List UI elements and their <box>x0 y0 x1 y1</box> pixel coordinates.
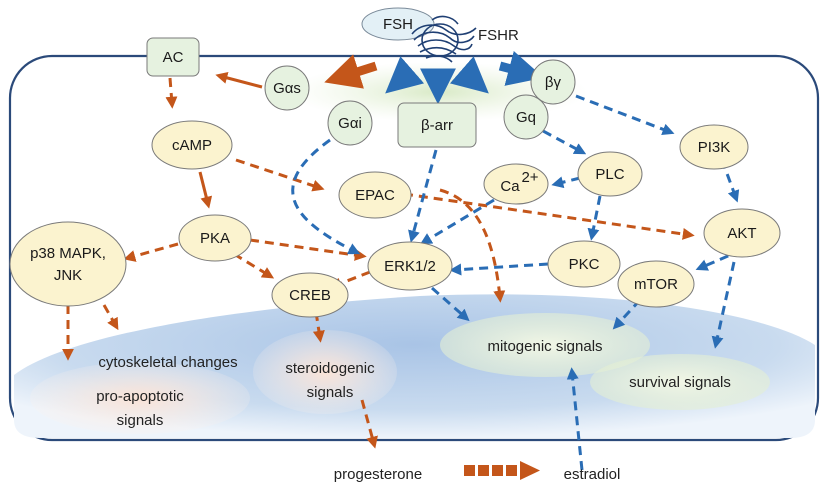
barr-node: β-arr <box>397 102 477 148</box>
gq-label: Gq <box>516 109 536 126</box>
fshr-label: FSHR <box>478 27 519 44</box>
mitogenic-label: mitogenic signals <box>487 338 602 355</box>
camp-label: cAMP <box>172 137 212 154</box>
by-node: βγ <box>530 59 576 105</box>
receptor-to-gas-arrow <box>324 54 378 89</box>
akt-label: AKT <box>727 225 756 242</box>
creb-label: CREB <box>289 287 331 304</box>
steroidogenic-area <box>253 330 397 414</box>
orange-dashed-arrows <box>62 77 695 449</box>
mtor-node: mTOR <box>617 260 695 308</box>
pka-node: PKA <box>178 214 252 262</box>
conversion-arrow <box>464 461 540 480</box>
pkc-label: PKC <box>569 256 600 273</box>
akt-node: AKT <box>703 208 781 258</box>
gas-label: Gαs <box>273 80 301 97</box>
steroidogenic-label-line1: steroidogenic <box>285 360 375 377</box>
ca-charge-label: 2+ <box>521 169 538 186</box>
epac-node: EPAC <box>338 171 412 219</box>
orange-solid-arrows <box>198 72 263 209</box>
camp-node: cAMP <box>151 120 233 170</box>
pi3k-label: PI3K <box>698 139 731 156</box>
steroidogenic-label-line2: signals <box>307 384 354 401</box>
creb-node: CREB <box>271 272 349 318</box>
cytoskeletal-label: cytoskeletal changes <box>98 354 237 371</box>
plc-label: PLC <box>595 166 624 183</box>
plc-node: PLC <box>577 151 643 197</box>
gas-node: Gαs <box>264 65 310 111</box>
p38-label-line2: JNK <box>54 267 82 284</box>
p38-label-line1: p38 MAPK, <box>30 245 106 262</box>
fsh-label: FSH <box>383 16 413 33</box>
fsh-node <box>361 7 435 41</box>
pkc-node: PKC <box>547 240 621 288</box>
gq-node: Gq <box>503 94 549 140</box>
survival-area <box>590 354 770 410</box>
pi3k-node: PI3K <box>679 124 749 170</box>
survival-label: survival signals <box>629 374 731 391</box>
pka-label: PKA <box>200 230 230 247</box>
p38-node: p38 MAPK, JNK <box>9 221 127 307</box>
erk-node: ERK1/2 <box>367 241 453 291</box>
mitogenic-area <box>440 313 650 377</box>
epac-label: EPAC <box>355 187 395 204</box>
mtor-label: mTOR <box>634 276 678 293</box>
ac-label: AC <box>163 49 184 66</box>
fshr-receptor-icon <box>411 15 477 63</box>
by-label: βγ <box>545 74 562 91</box>
barr-label: β-arr <box>421 117 453 134</box>
gai-node: Gαi <box>327 100 373 146</box>
erk-label: ERK1/2 <box>384 258 436 275</box>
pro-apoptotic-area <box>30 362 250 434</box>
receptor-activation-arrows <box>385 51 544 105</box>
ac-node: AC <box>146 37 200 77</box>
progesterone-label: progesterone <box>334 466 422 483</box>
pro-apoptotic-label-line2: signals <box>117 412 164 429</box>
gai-label: Gαi <box>338 115 362 132</box>
ca-node: Ca 2+ <box>483 163 549 205</box>
pro-apoptotic-label-line1: pro-apoptotic <box>96 388 184 405</box>
estradiol-label: estradiol <box>564 466 621 483</box>
ca-label: Ca <box>500 178 520 195</box>
